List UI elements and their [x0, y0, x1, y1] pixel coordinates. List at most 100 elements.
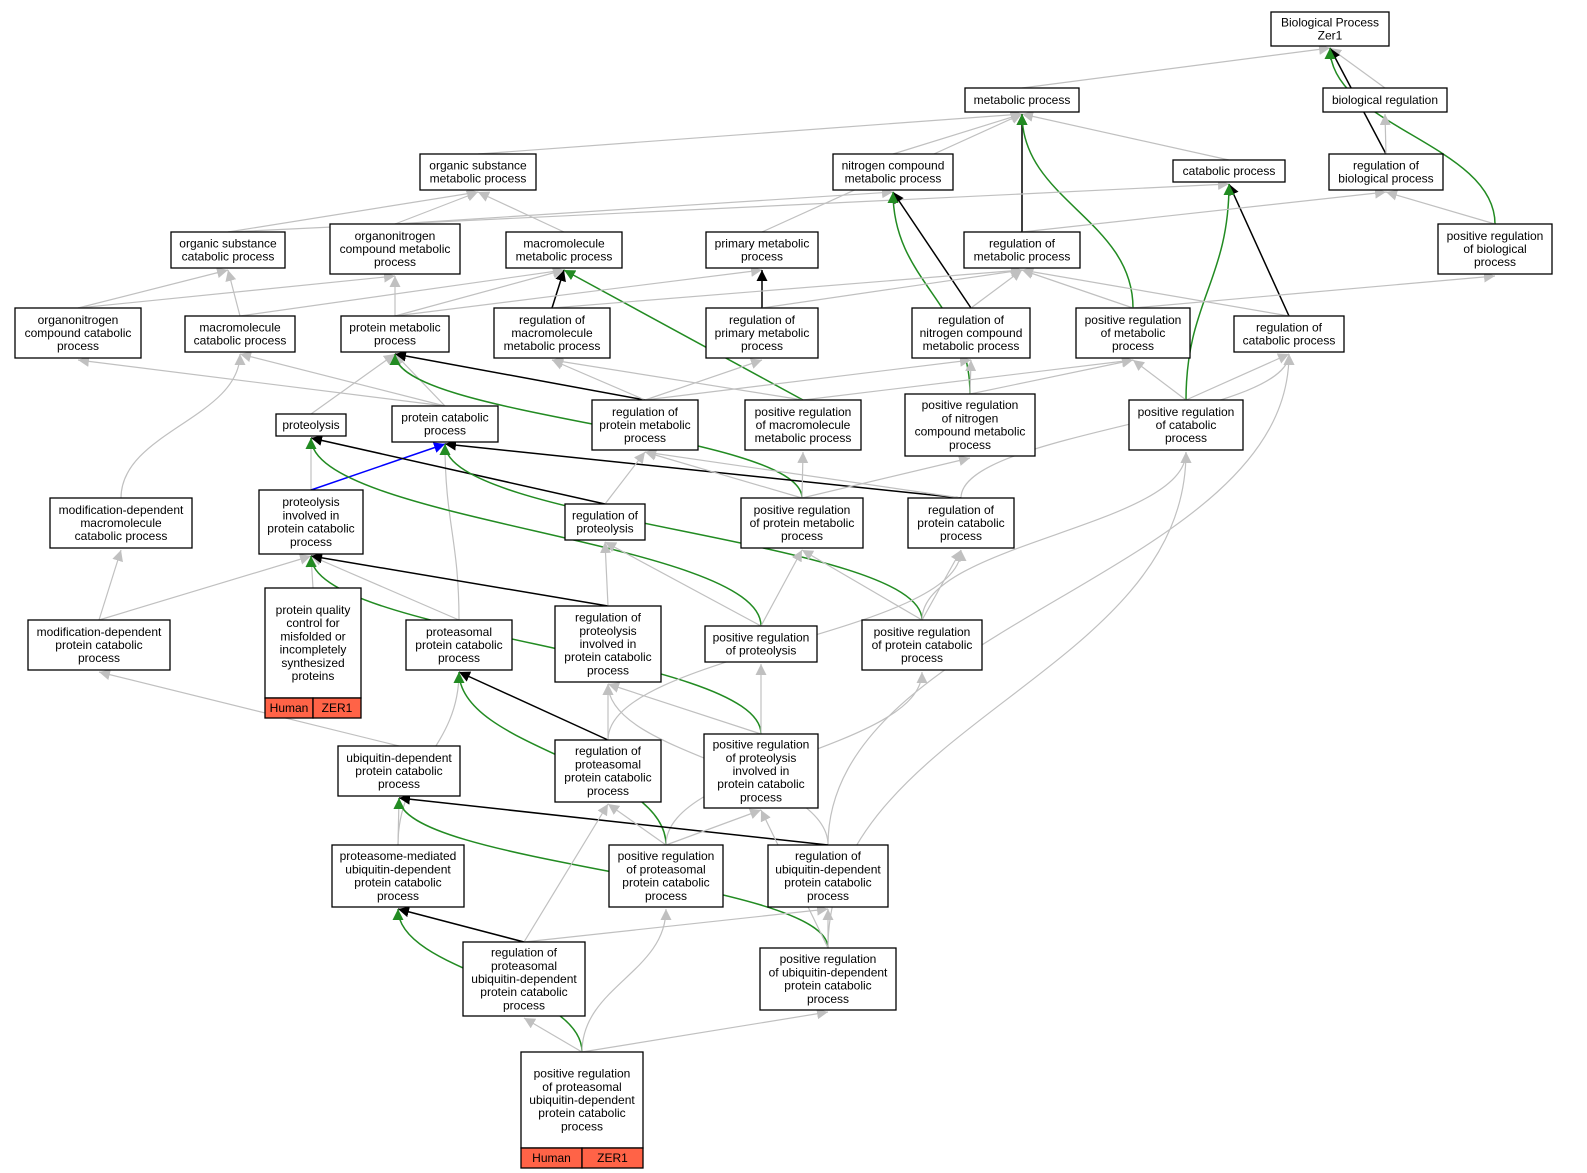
node-label-line: organonitrogen — [355, 229, 436, 243]
annotation-species-label: Human — [270, 701, 309, 715]
go-term-node-proteolysis[interactable]: proteolysis — [275, 413, 347, 437]
edge-gray-posregproteolysisprotcat-to-regproteolysisprotcat — [607, 682, 762, 735]
go-term-node-bioreg[interactable]: biological regulation — [1322, 87, 1448, 113]
node-label-line: protein catabolic — [784, 979, 871, 993]
node-label-line: process — [438, 651, 480, 665]
node-label-line: misfolded or — [280, 629, 345, 643]
node-label-line: macromolecule — [199, 320, 281, 334]
annotation-cell — [581, 1147, 644, 1169]
node-label-line: regulation of — [491, 946, 558, 960]
node-label-line: of ubiquitin-dependent — [769, 965, 888, 979]
node-box — [705, 307, 819, 359]
edge-gray-posregproteasomal-to-posregproteolysisprotcat — [665, 808, 762, 846]
node-label-line: of proteasomal — [626, 862, 705, 876]
node-label-line: control for — [286, 616, 339, 630]
node-box — [759, 947, 897, 1011]
node-label-line: positive regulation — [618, 849, 715, 863]
node-label-line: organonitrogen — [38, 313, 119, 327]
go-term-node-regproteasomalub[interactable]: regulation ofproteasomalubiquitin-depend… — [462, 941, 586, 1017]
node-box — [331, 844, 465, 908]
node-label-line: of catabolic — [1156, 418, 1217, 432]
node-label-line: protein catabolic — [355, 764, 442, 778]
edge-black-regproteasomal-to-proteasomal — [458, 671, 609, 741]
go-term-node-protmedub[interactable]: proteasome-mediatedubiquitin-dependentpr… — [331, 844, 465, 908]
go-term-node-regubdep[interactable]: regulation ofubiquitin-dependentprotein … — [767, 844, 889, 908]
edge-gray-macrocat-to-orgsubcat — [225, 269, 241, 317]
edge-green-posregbio-to-bp — [1324, 47, 1496, 225]
node-label-line: regulation of — [928, 503, 995, 517]
node-label-line: process — [1165, 431, 1207, 445]
node-label-line: proteolysis — [579, 624, 636, 638]
node-label-line: protein catabolic — [717, 777, 804, 791]
go-term-node-moddepmacrocat[interactable]: modification-dependentmacromoleculecatab… — [49, 497, 193, 549]
edge-gray-posregprotcat-to-posregprotmet — [801, 549, 923, 621]
edge-green-posregmacromet-to-macromet — [563, 269, 804, 401]
edge-gray-posregprotmet-to-regprotmet — [644, 449, 803, 499]
node-label-line: protein catabolic — [784, 876, 871, 890]
edge-gray-bioreg-to-bp — [1329, 47, 1386, 89]
node-label-line: modification-dependent — [59, 503, 184, 517]
edge-gray-moddepmacrocat-to-macrocat — [120, 353, 246, 499]
node-box — [1328, 153, 1444, 191]
node-label-line: protein catabolic — [267, 522, 354, 536]
edge-gray-posregproteasomal-to-regproteasomal — [607, 803, 667, 846]
node-label-line: process — [807, 889, 849, 903]
edge-black-regprotmet-to-protmet — [394, 350, 646, 401]
node-box — [744, 399, 862, 451]
edge-gray-protmet-to-macromet — [394, 267, 565, 317]
node-box — [1233, 315, 1345, 353]
node-box — [964, 87, 1080, 113]
edge-gray-moddepprotcat-to-proteolysisprotcat — [98, 553, 312, 621]
edge-blue-proteolysisprotcat-to-protcat — [310, 442, 446, 491]
node-label-line: positive regulation — [713, 738, 810, 752]
node-label-line: regulation of — [575, 611, 642, 625]
go-term-node-catabolic[interactable]: catabolic process — [1172, 159, 1286, 183]
node-box — [264, 587, 362, 699]
node-label-line: positive regulation — [874, 625, 971, 639]
go-term-node-metabolic[interactable]: metabolic process — [964, 87, 1080, 113]
node-label-line: process — [741, 250, 783, 264]
node-label-line: proteins — [292, 669, 335, 683]
annotation-cell — [312, 697, 362, 719]
node-label-line: positive regulation — [713, 630, 810, 644]
